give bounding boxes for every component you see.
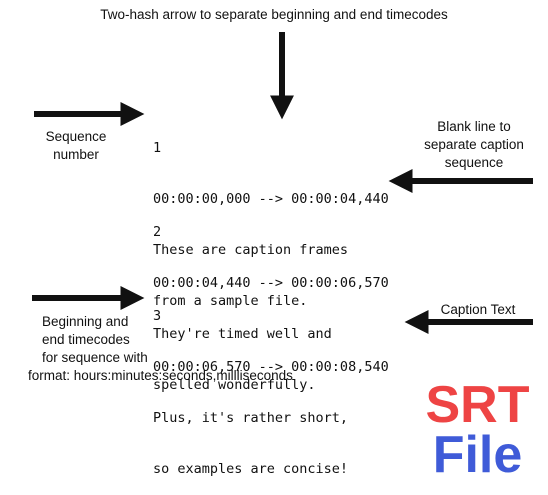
annotation-line: number	[53, 147, 99, 162]
caption-cue: 3 00:00:06,570 --> 00:00:08,540 Plus, it…	[153, 274, 389, 495]
caption-cue: 2 00:00:04,440 --> 00:00:06,570 They're …	[153, 190, 389, 411]
top-annotation: Two-hash arrow to separate beginning and…	[100, 7, 448, 22]
annotation-line: format: hours:minutes:seconds,millliseco…	[28, 368, 293, 383]
cue-text-line: Plus, it's rather short,	[153, 410, 349, 426]
cue-text-line: These are caption frames	[153, 242, 349, 258]
cue-index: 3	[153, 308, 162, 324]
annotation-line: Sequence	[45, 129, 107, 144]
timecodes-annotation: Beginning and end timecodes for sequence…	[28, 313, 328, 385]
annotation-line: sequence	[444, 155, 504, 170]
blank-line-annotation: Blank line to separate caption sequence	[410, 118, 538, 172]
cue-timecode: 00:00:04,440 --> 00:00:06,570	[153, 275, 389, 291]
caption-cue: 1 00:00:00,000 --> 00:00:04,440 These ar…	[153, 106, 389, 327]
cue-text-line: They're timed well and	[153, 326, 332, 342]
srt-file-badge: SRT File	[420, 376, 535, 484]
cue-text-line: from a sample file.	[153, 293, 308, 309]
badge-line-srt: SRT	[425, 376, 530, 434]
cue-text-line: so examples are concise!	[153, 461, 349, 477]
annotation-line: end timecodes	[42, 332, 130, 347]
annotation-line: for sequence with	[42, 350, 148, 365]
caption-text-annotation: Caption Text	[440, 302, 516, 317]
annotation-line: separate caption	[424, 137, 524, 152]
cue-index: 1	[153, 140, 162, 156]
annotation-line: Beginning and	[42, 314, 129, 329]
arrows-layer	[32, 32, 533, 334]
cue-text-line: spelled wonderfully.	[153, 377, 316, 393]
cue-timecode: 00:00:06,570 --> 00:00:08,540	[153, 359, 389, 375]
badge-line-file: File	[432, 426, 523, 484]
annotation-line: Blank line to	[437, 119, 511, 134]
cue-index: 2	[153, 224, 162, 240]
sequence-number-annotation: Sequence number	[36, 128, 116, 164]
cue-timecode: 00:00:00,000 --> 00:00:04,440	[153, 191, 389, 207]
